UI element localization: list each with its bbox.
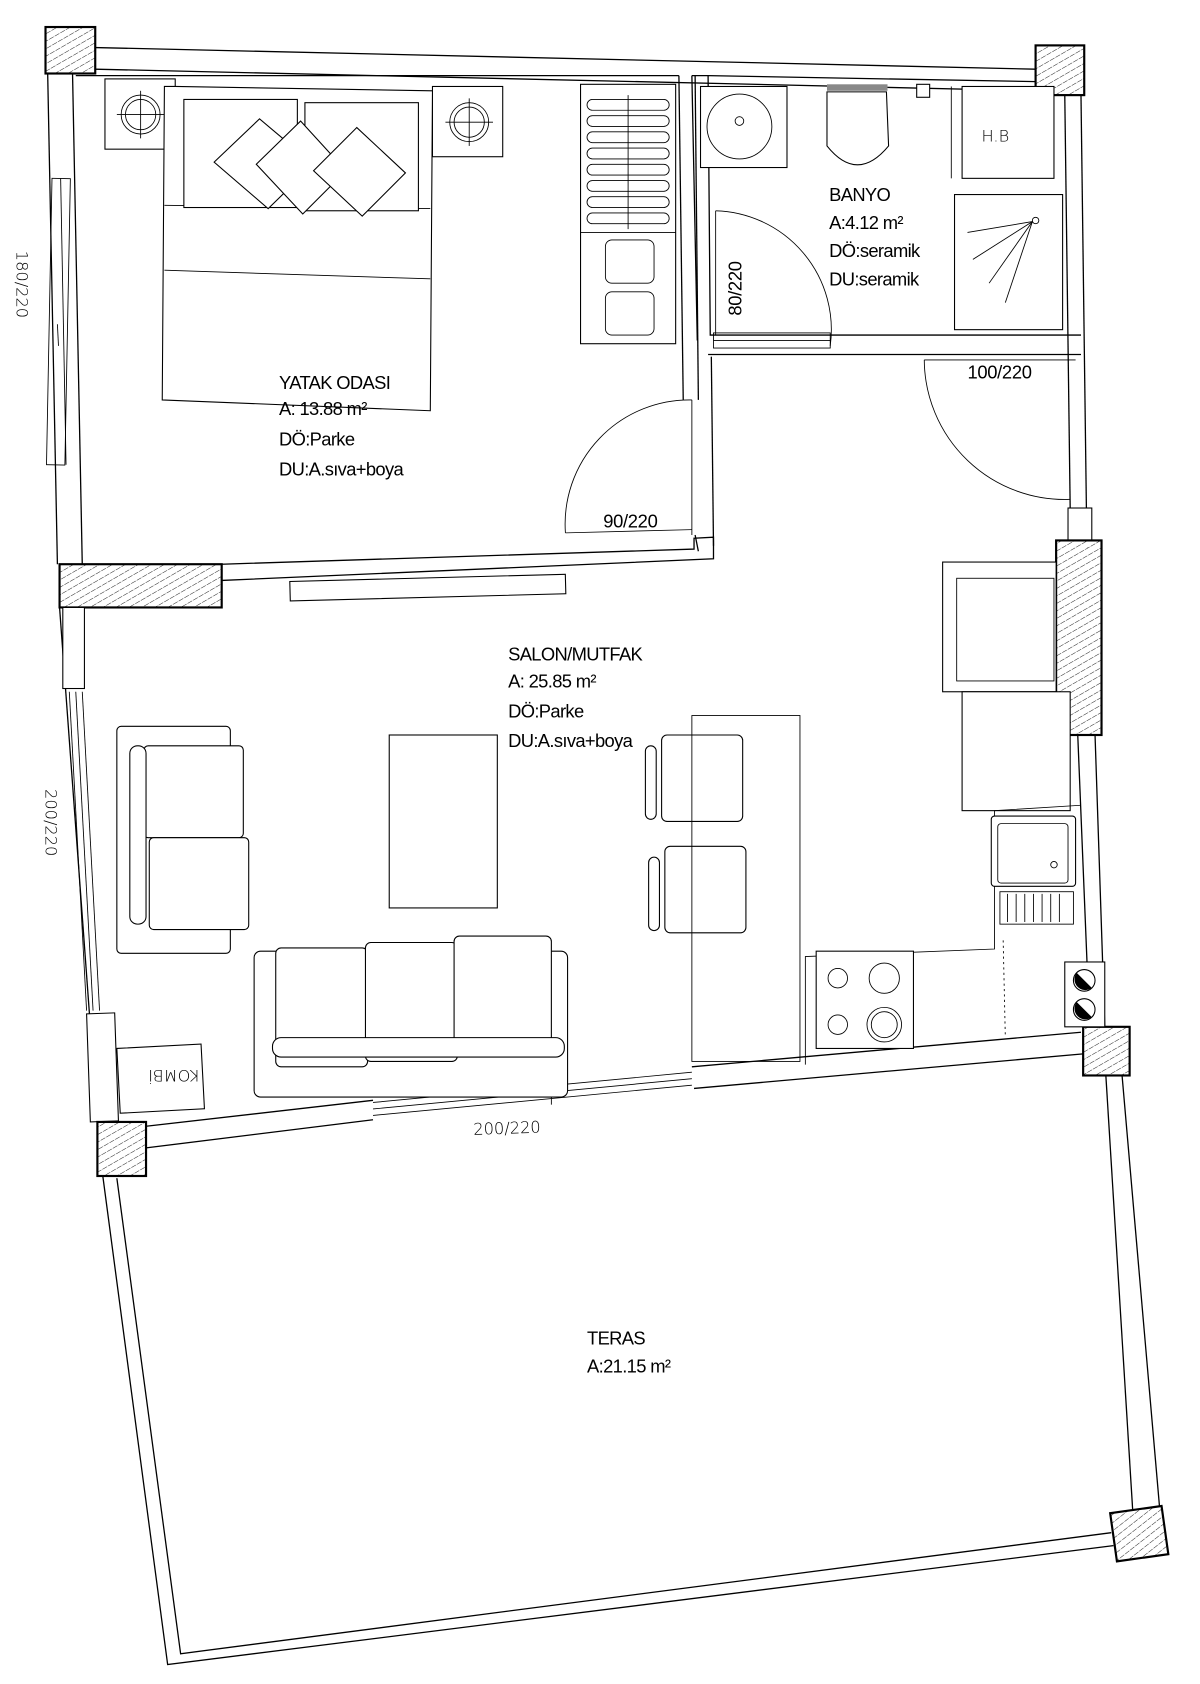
cooktop bbox=[815, 950, 914, 1049]
living-window-dim: 200/220 bbox=[42, 789, 61, 856]
tv-unit bbox=[289, 573, 567, 602]
bathroom-area: A:4.12 m² bbox=[829, 212, 903, 233]
bedroom-name: YATAK ODASI bbox=[279, 372, 390, 393]
bathroom-floor: DÖ:seramik bbox=[829, 240, 921, 261]
living-wall: DU:A.sıva+boya bbox=[508, 730, 634, 751]
boiler-label: KOMBİ bbox=[148, 1066, 200, 1085]
water-heater-label: H.B bbox=[982, 127, 1010, 146]
water-heater-box bbox=[950, 85, 1055, 179]
living-name: SALON/MUTFAK bbox=[508, 643, 643, 664]
armchair-sofa bbox=[116, 725, 250, 954]
bedroom-window bbox=[46, 177, 71, 466]
kitchen-island bbox=[691, 715, 801, 1062]
entry-door-dim: 100/220 bbox=[967, 361, 1031, 382]
bathroom-sink bbox=[699, 85, 788, 169]
electric-panel bbox=[1064, 961, 1106, 1028]
wardrobe bbox=[580, 83, 677, 345]
bedroom-floor: DÖ:Parke bbox=[279, 428, 355, 449]
toilet bbox=[826, 83, 931, 166]
coffee-table bbox=[388, 734, 498, 909]
kitchen-counter bbox=[804, 561, 1082, 1065]
bedroom-wall: DU:A.sıva+boya bbox=[279, 459, 405, 480]
bedroom-door bbox=[564, 399, 693, 536]
terrace-name: TERAS bbox=[587, 1328, 645, 1349]
boiler-box bbox=[116, 1043, 206, 1114]
bathroom-label: BANYO A:4.12 m² DÖ:seramik DU:seramik bbox=[829, 184, 922, 289]
living-window bbox=[68, 691, 100, 1011]
bed bbox=[104, 78, 504, 412]
living-area: A: 25.85 m² bbox=[508, 670, 596, 691]
entry-door bbox=[923, 359, 1076, 500]
terrace-label: TERAS A:21.15 m² bbox=[587, 1328, 671, 1377]
bedroom-window-dim: 180/220 bbox=[12, 251, 31, 318]
dining-chairs bbox=[644, 734, 747, 934]
bathroom-door-dim: 80/220 bbox=[725, 261, 746, 315]
shower bbox=[953, 194, 1064, 331]
living-floor: DÖ:Parke bbox=[508, 701, 584, 722]
three-seat-sofa bbox=[253, 935, 569, 1098]
walls bbox=[44, 25, 1170, 1666]
bathroom-wall: DU:seramik bbox=[829, 268, 920, 289]
living-label: SALON/MUTFAK A: 25.85 m² DÖ:Parke DU:A.s… bbox=[508, 643, 644, 751]
bathroom-door bbox=[715, 210, 832, 346]
terrace-area: A:21.15 m² bbox=[587, 1356, 671, 1377]
bedroom-area: A: 13.88 m² bbox=[279, 398, 367, 419]
bathroom-name: BANYO bbox=[829, 184, 890, 205]
terrace-door-dim: 200/220 bbox=[473, 1118, 541, 1139]
bedroom-label: YATAK ODASI A: 13.88 m² DÖ:Parke DU:A.sı… bbox=[279, 372, 405, 479]
bedroom-door-dim: 90/220 bbox=[603, 510, 657, 531]
